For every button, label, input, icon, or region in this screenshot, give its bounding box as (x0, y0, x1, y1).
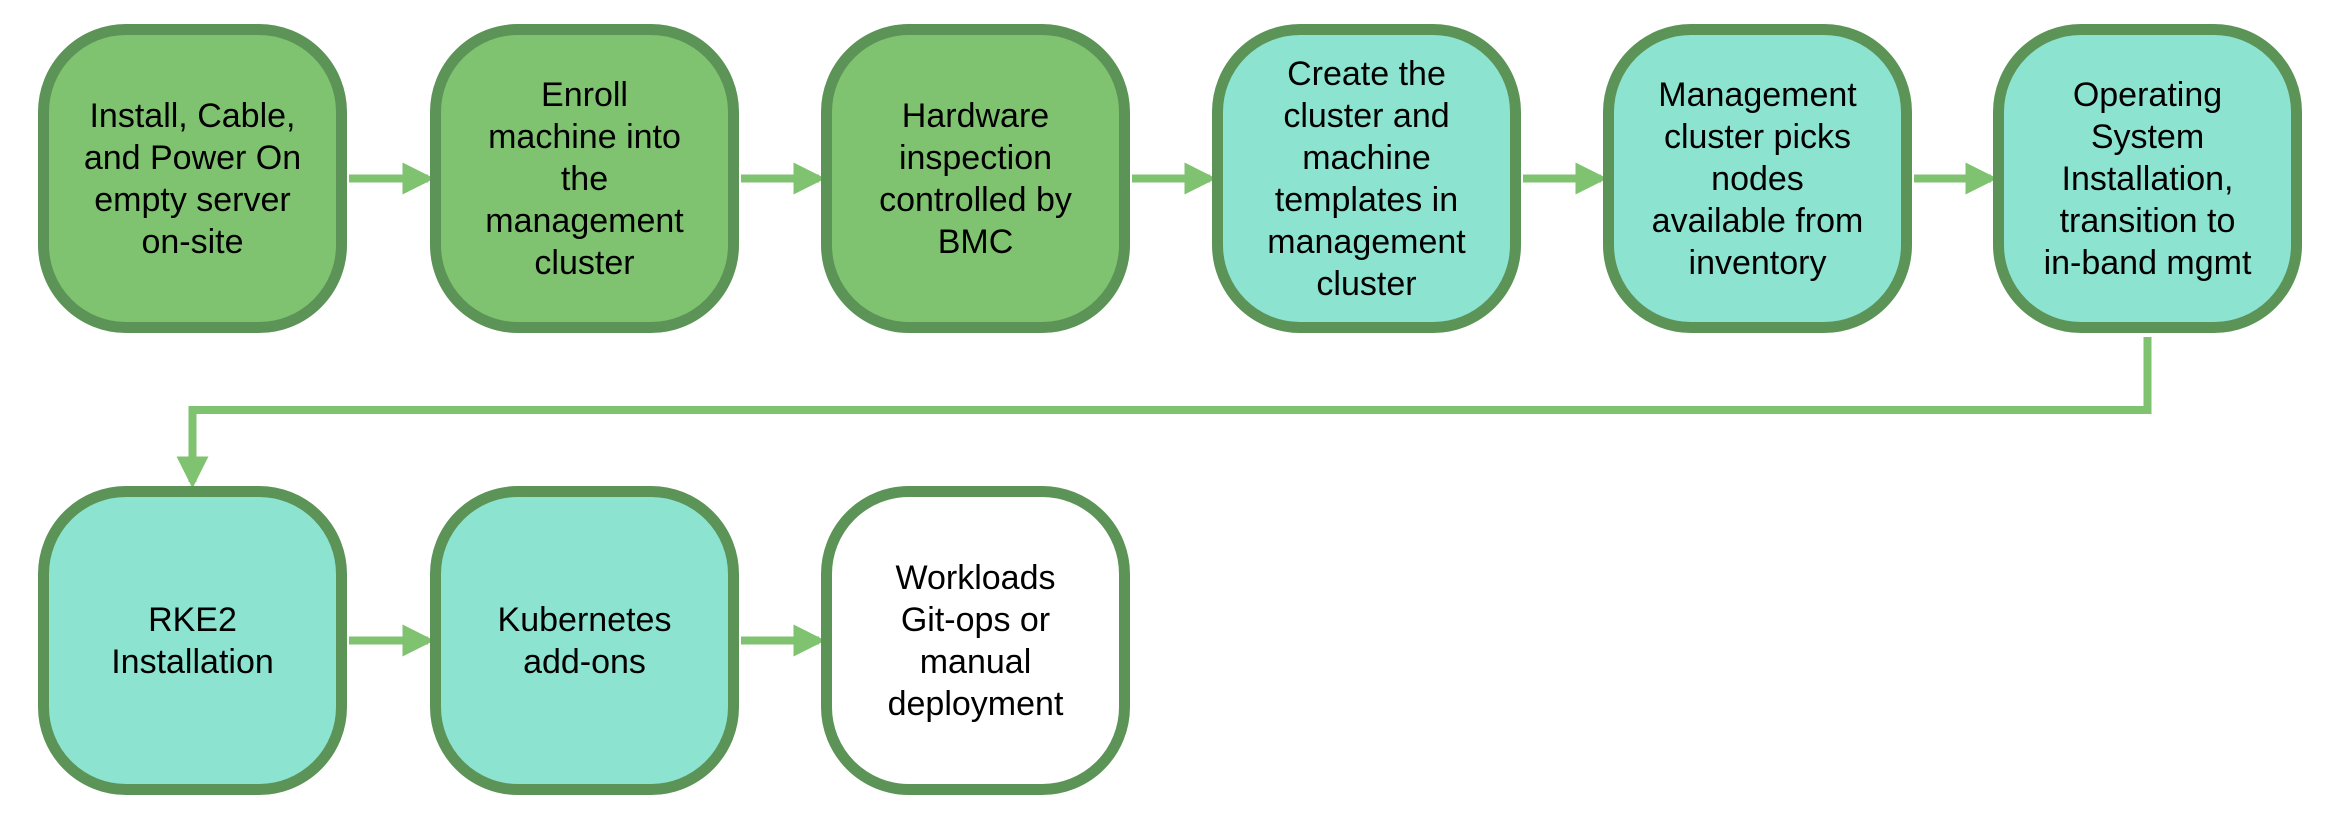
step-rke2-installation: RKE2 Installation (38, 486, 347, 795)
step-label: Operating System Installation, transitio… (2043, 75, 2252, 282)
step-label: RKE2 Installation (111, 600, 274, 681)
step-label: Enroll machine into the management clust… (485, 75, 684, 282)
step-enroll-machine: Enroll machine into the management clust… (430, 24, 739, 333)
step-workloads-deployment: Workloads Git-ops or manual deployment (821, 486, 1130, 795)
step-label: Install, Cable, and Power On empty serve… (83, 96, 302, 261)
step-kubernetes-addons: Kubernetes add-ons (430, 486, 739, 795)
step-install-cable-power: Install, Cable, and Power On empty serve… (38, 24, 347, 333)
step-label: Create the cluster and machine templates… (1267, 54, 1466, 303)
step-label: Hardware inspection controlled by BMC (879, 96, 1072, 261)
flow-arrow-5-to-6 (176, 337, 2152, 489)
step-os-installation: Operating System Installation, transitio… (1993, 24, 2302, 333)
step-pick-nodes: Management cluster picks nodes available… (1603, 24, 1912, 333)
step-label: Workloads Git-ops or manual deployment (887, 558, 1064, 723)
step-label: Kubernetes add-ons (497, 600, 672, 681)
step-create-templates: Create the cluster and machine templates… (1212, 24, 1521, 333)
step-hardware-inspection: Hardware inspection controlled by BMC (821, 24, 1130, 333)
step-label: Management cluster picks nodes available… (1651, 75, 1864, 282)
